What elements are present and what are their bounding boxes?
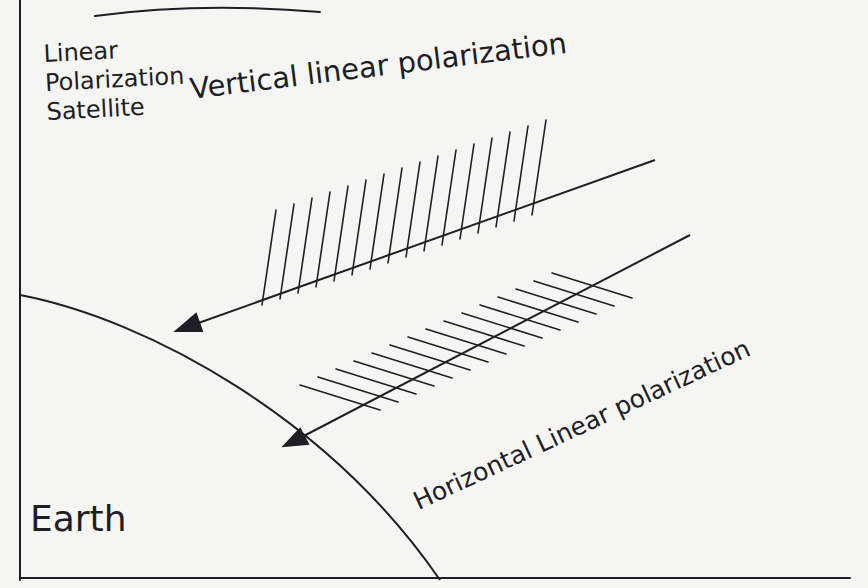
vertical-hatch: [262, 120, 546, 305]
arrow-head: [284, 429, 308, 446]
wave-arrow: [190, 160, 655, 326]
handwritten-label: Vertical linear polarization: [188, 26, 569, 107]
frame-line: [20, 577, 850, 579]
handwritten-label: Horizontal Linear polarization: [409, 334, 755, 517]
region-name: Earth: [30, 498, 127, 539]
sketch-stroke: [95, 8, 320, 16]
earth-outline: [0, 280, 460, 588]
frame-line: [19, 0, 21, 580]
horizontal-hatch: [300, 273, 632, 410]
arrow-head: [176, 314, 202, 331]
earth-region: Earth: [0, 280, 460, 588]
